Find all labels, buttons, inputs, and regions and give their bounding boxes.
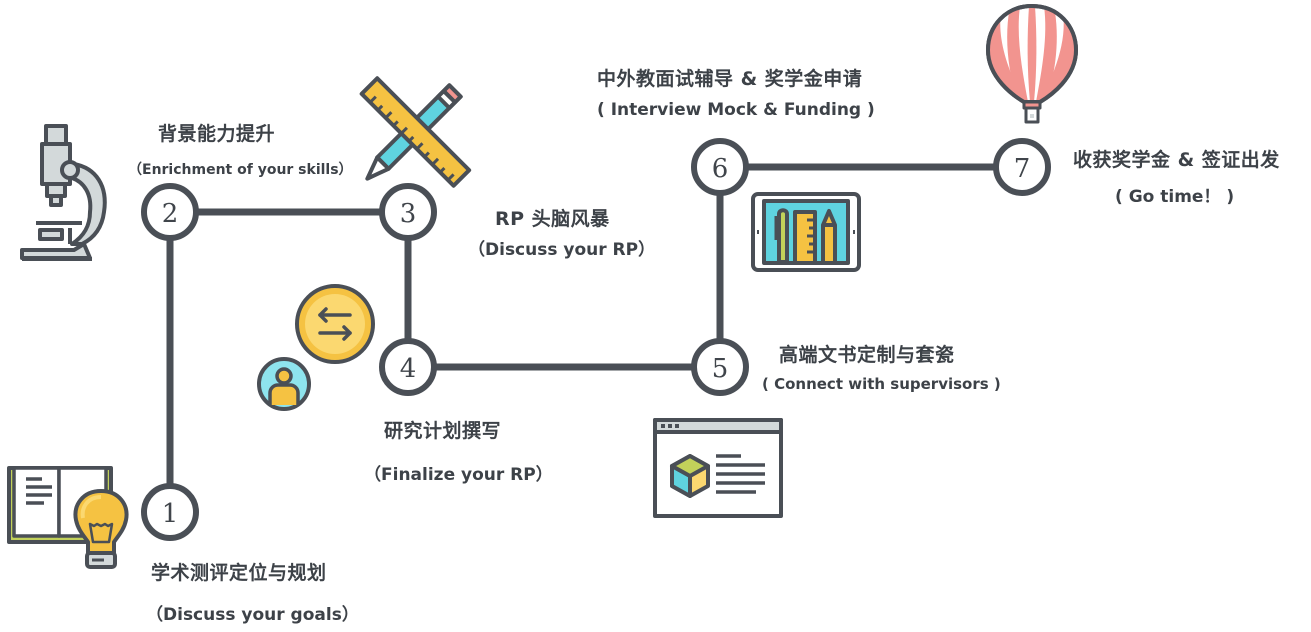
step-node-1: 1 bbox=[141, 483, 199, 541]
ruler-pencil-icon bbox=[359, 76, 472, 188]
step-5-subtitle: ( Connect with supervisors ) bbox=[762, 375, 1001, 393]
step-number: 3 bbox=[400, 199, 417, 229]
step-3-subtitle: （Discuss your RP） bbox=[468, 240, 656, 260]
step-number: 2 bbox=[162, 199, 179, 229]
step-node-2: 2 bbox=[141, 183, 199, 241]
step-6-title: 中外教面试辅导 & 奖学金申请 bbox=[597, 68, 863, 90]
step-node-6: 6 bbox=[691, 138, 749, 196]
step-number: 4 bbox=[400, 354, 417, 384]
step-6-subtitle: ( Interview Mock & Funding ) bbox=[597, 100, 875, 120]
tablet-tools-icon bbox=[751, 192, 861, 272]
step-number: 5 bbox=[712, 354, 729, 384]
person-exchange-icon bbox=[257, 284, 375, 411]
step-1-title: 学术测评定位与规划 bbox=[151, 562, 327, 584]
step-number: 6 bbox=[712, 154, 729, 184]
step-node-3: 3 bbox=[379, 183, 437, 241]
book-lightbulb-icon bbox=[7, 466, 129, 569]
step-7-title: 收获奖学金 & 签证出发 bbox=[1073, 149, 1280, 171]
hot-air-balloon-icon bbox=[986, 4, 1078, 124]
browser-cube-icon bbox=[653, 418, 783, 518]
step-5-title: 高端文书定制与套瓷 bbox=[779, 344, 955, 366]
step-node-5: 5 bbox=[691, 338, 749, 396]
step-7-subtitle: ( Go time！ ) bbox=[1115, 187, 1235, 207]
step-number: 7 bbox=[1014, 154, 1031, 184]
microscope-icon bbox=[20, 124, 107, 261]
step-number: 1 bbox=[162, 499, 179, 529]
step-1-subtitle: （Discuss your goals） bbox=[146, 605, 359, 625]
step-2-subtitle: （Enrichment of your skills） bbox=[128, 162, 353, 178]
step-4-title: 研究计划撰写 bbox=[384, 420, 502, 442]
step-2-title: 背景能力提升 bbox=[158, 123, 276, 145]
step-3-title: RP 头脑风暴 bbox=[495, 208, 610, 230]
step-4-subtitle: （Finalize your RP） bbox=[364, 465, 553, 485]
step-node-4: 4 bbox=[379, 338, 437, 396]
step-node-7: 7 bbox=[993, 138, 1051, 196]
